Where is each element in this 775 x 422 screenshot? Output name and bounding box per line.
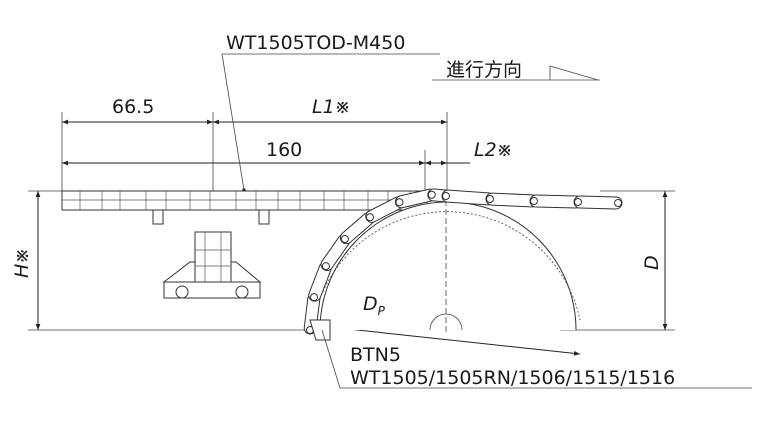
chain-pin	[321, 262, 330, 271]
model-label: WT1505TOD-M450	[226, 32, 405, 54]
rail-end-view	[162, 231, 262, 299]
callout-leader	[321, 329, 752, 389]
chain-lug	[258, 209, 270, 225]
dim-dp-label: DP	[363, 293, 386, 318]
dim-line-dp	[319, 324, 581, 356]
dim-d-label: D	[641, 255, 663, 270]
sprocket-chain	[303, 188, 623, 335]
dim-h-label: H※	[11, 248, 33, 278]
chain-pin	[340, 234, 349, 243]
direction-label: 進行方向	[446, 59, 522, 81]
callout-btn5: BTN5	[350, 344, 401, 366]
sprocket	[311, 200, 581, 335]
chain-pin	[530, 197, 538, 205]
callout-models: WT1505/1505RN/1506/1515/1516	[350, 367, 675, 389]
straight-chain	[61, 190, 428, 225]
chain-pin	[574, 198, 582, 206]
dim-665-label: 66.5	[112, 96, 154, 118]
chain-pin	[365, 213, 374, 222]
chain-lug	[152, 209, 164, 225]
chain-pin	[395, 198, 404, 207]
direction-arrow-icon	[549, 65, 599, 81]
dimension-lines	[28, 112, 675, 356]
chain-pin	[427, 190, 436, 199]
chain-pin	[486, 195, 494, 203]
chain-pin	[614, 199, 622, 207]
dim-l1-label: L1※	[312, 96, 351, 118]
model-leader	[221, 53, 440, 192]
chain-end	[309, 319, 331, 341]
dim-160-label: 160	[266, 139, 302, 161]
dim-l2-label: L2※	[474, 139, 513, 161]
chain-pin	[310, 293, 319, 302]
chain-pin	[442, 192, 450, 200]
direction-indicator	[432, 65, 600, 81]
chain-top-plate	[61, 190, 428, 211]
chain-link	[573, 195, 623, 210]
